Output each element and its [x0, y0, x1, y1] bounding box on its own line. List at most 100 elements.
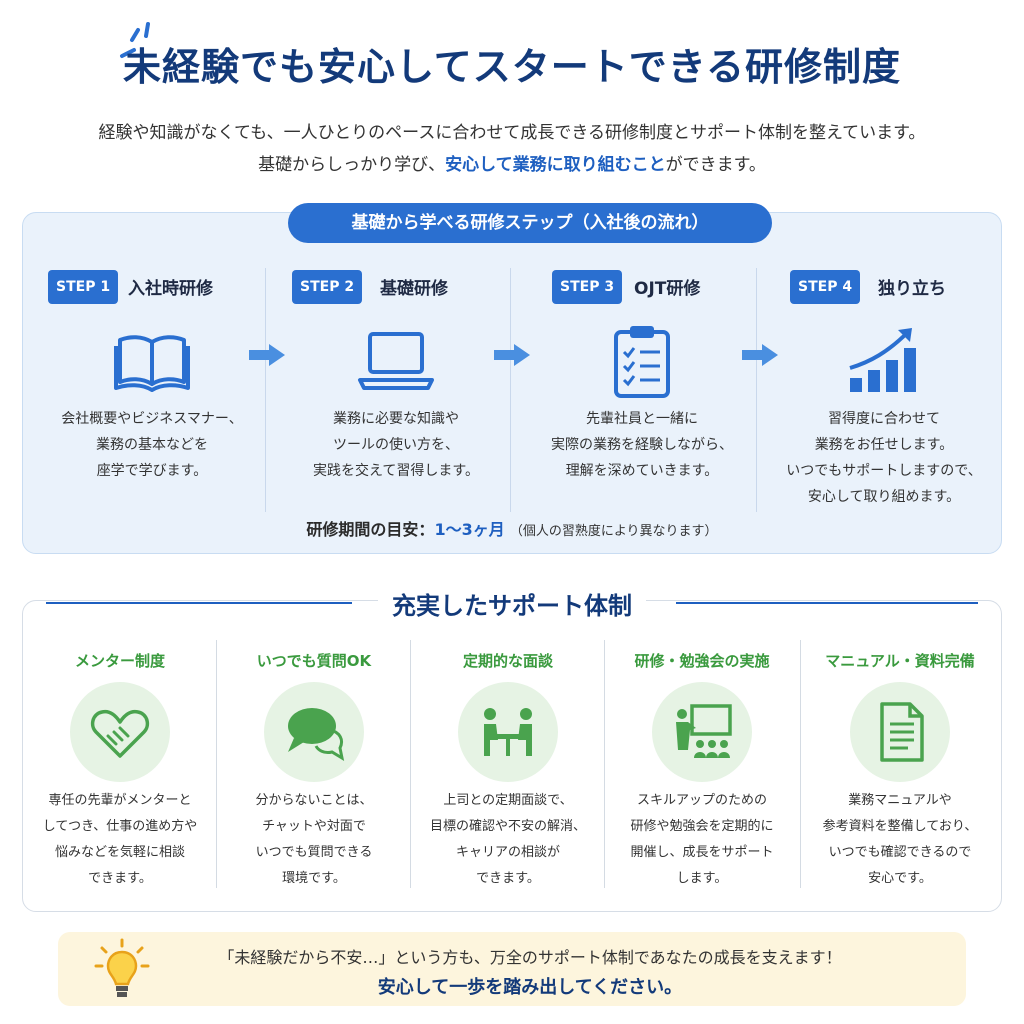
step-3-head: STEP 3 OJT研修 — [522, 266, 762, 306]
support-item-name: 定期的な面談 — [462, 652, 553, 670]
step-3-desc: 先輩社員と一緒に 実際の業務を経験しながら、 理解を深めていきます。 — [522, 406, 762, 484]
step-1-desc-line: 座学で学びます。 — [96, 463, 208, 479]
training-period: 研修期間の目安：1〜3ヶ月 （個人の習熟度により異なります） — [0, 516, 1024, 540]
period-label: 研修期間の目安： — [306, 520, 435, 539]
step-2-desc-line: ツールの使い方を、 — [333, 437, 459, 453]
support-title-wrap: 充実したサポート体制 — [0, 586, 1024, 621]
chat-bubbles-icon — [288, 708, 345, 762]
support-desc-line: 専任の先輩がメンターと — [48, 793, 192, 808]
closing-message-line2: 安心して一歩を踏み出してください。 — [377, 977, 683, 998]
step-3-name: OJT研修 — [634, 279, 701, 299]
support-item-meetings: 定期的な面談 上司との定期面談で、 目標の確認や不安の解消、 キャリアの相談が … — [410, 640, 606, 900]
support-desc-line: 研修や勉強会を定期的に — [630, 819, 774, 834]
support-item-desc: 上司との定期面談で、 目標の確認や不安の解消、 キャリアの相談が できます。 — [410, 788, 606, 892]
step-1-head: STEP 1 入社時研修 — [32, 266, 272, 306]
step-2: STEP 2 基礎研修 業務に必要な知識や ツールの使い方を、 実践を交えて習得… — [276, 266, 516, 516]
support-item-mentor: メンター制度 専任の先輩がメンターと してつき、仕事の進め方や 悩みなどを気軽に… — [22, 640, 218, 900]
support-desc-line: いつでも確認できるので — [828, 845, 972, 860]
step-1-desc-line: 会社概要やビジネスマナー、 — [61, 411, 243, 427]
support-item-name: 研修・勉強会の実施 — [634, 652, 770, 670]
support-item-name: マニュアル・資料完備 — [825, 652, 975, 670]
support-icon-circle — [850, 682, 950, 782]
support-desc-line: 分からないことは、 — [255, 793, 373, 808]
step-2-badge: STEP 2 — [292, 270, 363, 304]
step-2-desc-line: 業務に必要な知識や — [333, 411, 459, 427]
step-divider — [510, 268, 511, 512]
support-desc-line: できます。 — [476, 871, 540, 886]
presentation-icon — [676, 704, 732, 758]
step-4-head: STEP 4 独り立ち — [764, 266, 1004, 306]
support-desc-line: 目標の確認や不安の解消、 — [429, 819, 586, 834]
step-4-desc-line: 習得度に合わせて — [828, 411, 940, 427]
support-desc-line: 悩みなどを気軽に相談 — [54, 845, 185, 860]
support-icon-circle — [652, 682, 752, 782]
support-desc-line: してつき、仕事の進め方や — [42, 819, 198, 834]
meeting-icon — [484, 708, 532, 756]
support-item-desc: スキルアップのための 研修や勉強会を定期的に 開催し、成長をサポート します。 — [604, 788, 800, 892]
step-4-desc-line: 業務をお任せします。 — [814, 437, 954, 453]
page-title: 未経験でも安心してスタートできる研修制度 — [122, 45, 902, 89]
support-item-desc: 分からないことは、 チャットや対面で いつでも質問できる 環境です。 — [216, 788, 412, 892]
step-4-name: 独り立ち — [878, 279, 946, 299]
step-3: STEP 3 OJT研修 先輩社員と一緒に 実際の業務を経験しながら、 理解を深… — [522, 266, 762, 516]
step-3-desc-line: 理解を深めていきます。 — [565, 463, 719, 479]
handshake-icon — [90, 709, 150, 758]
step-1: STEP 1 入社時研修 会社概要やビジネスマナー、 業務の基本などを 座学で学… — [32, 266, 272, 516]
support-divider — [800, 640, 801, 888]
support-desc-line: 環境です。 — [282, 871, 346, 886]
step-1-desc: 会社概要やビジネスマナー、 業務の基本などを 座学で学びます。 — [32, 406, 272, 484]
closing-message-box — [58, 932, 966, 1006]
step-divider — [265, 268, 266, 512]
support-desc-line: 安心です。 — [868, 871, 932, 886]
arrow-right-icon — [742, 344, 778, 366]
step-divider — [756, 268, 757, 512]
support-icon-circle — [70, 682, 170, 782]
support-desc-line: 参考資料を整備しており、 — [822, 819, 978, 834]
document-icon — [880, 702, 924, 762]
step-1-name: 入社時研修 — [128, 279, 213, 299]
page-title-wrap: 未経験でも安心してスタートできる研修制度 — [0, 36, 1024, 91]
clipboard-checklist-icon — [614, 326, 670, 398]
book-icon — [114, 335, 190, 392]
support-desc-line: します。 — [676, 871, 728, 886]
title-rule-right — [676, 602, 978, 604]
step-2-head: STEP 2 基礎研修 — [276, 266, 516, 306]
support-item-workshops: 研修・勉強会の実施 スキルアップのための 研修や勉強会を定期的に 開催し、成長を… — [604, 640, 800, 900]
arrow-right-icon — [249, 344, 285, 366]
step-2-desc: 業務に必要な知識や ツールの使い方を、 実践を交えて習得します。 — [276, 406, 516, 484]
support-desc-line: できます。 — [88, 871, 152, 886]
support-item-name: いつでも質問OK — [256, 652, 372, 670]
period-note: （個人の習熟度により異なります） — [509, 524, 718, 539]
lightbulb-icon — [94, 938, 150, 997]
lead-text-2: 基礎からしっかり学び、安心して業務に取り組むことができます。 — [0, 150, 1024, 175]
support-item-questions: いつでも質問OK 分からないことは、 チャットや対面で いつでも質問できる 環境… — [216, 640, 412, 900]
support-divider — [410, 640, 411, 888]
training-steps-title: 基礎から学べる研修ステップ（入社後の流れ） — [288, 203, 772, 243]
lead-text-2-post: ができます。 — [665, 155, 766, 175]
title-rule-left — [46, 602, 352, 604]
growth-chart-icon — [849, 328, 916, 392]
support-divider — [216, 640, 217, 888]
support-desc-line: 開催し、成長をサポート — [630, 845, 774, 860]
step-1-desc-line: 業務の基本などを — [96, 437, 208, 453]
support-item-desc: 専任の先輩がメンターと してつき、仕事の進め方や 悩みなどを気軽に相談 できます… — [22, 788, 218, 892]
step-4-desc: 習得度に合わせて 業務をお任せします。 いつでもサポートしますので、 安心して取… — [764, 406, 1004, 510]
step-4-desc-line: いつでもサポートしますので、 — [786, 463, 982, 479]
step-3-desc-line: 実際の業務を経験しながら、 — [551, 437, 733, 453]
support-desc-line: キャリアの相談が — [455, 845, 560, 860]
closing-message-line1: 「未経験だから不安…」という方も、万全のサポート体制であなたの成長を支えます！ — [218, 948, 842, 967]
support-item-manuals: マニュアル・資料完備 業務マニュアルや 参考資料を整備しており、 いつでも確認で… — [802, 640, 998, 900]
support-desc-line: 上司との定期面談で、 — [443, 793, 573, 808]
period-value: 1〜3ヶ月 — [434, 520, 505, 539]
support-desc-line: スキルアップのための — [636, 793, 767, 808]
arrow-right-icon — [494, 344, 530, 366]
step-4-desc-line: 安心して取り組めます。 — [807, 489, 961, 505]
lead-text-2-highlight: 安心して業務に取り組むこと — [445, 155, 666, 175]
support-item-name: メンター制度 — [74, 652, 165, 670]
step-3-desc-line: 先輩社員と一緒に — [586, 411, 698, 427]
step-4: STEP 4 独り立ち 習得度に合わせて 業務をお任せします。 いつでもサポート… — [764, 266, 1004, 516]
step-4-badge: STEP 4 — [790, 270, 861, 304]
step-2-name: 基礎研修 — [380, 279, 448, 299]
emphasis-lines-icon — [120, 22, 150, 58]
lead-text-2-pre: 基礎からしっかり学び、 — [258, 155, 446, 175]
